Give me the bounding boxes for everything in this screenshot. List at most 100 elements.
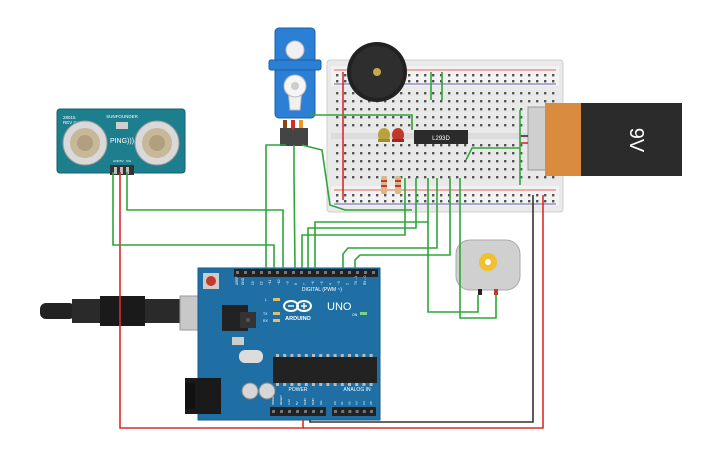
breadboard-hole <box>472 100 475 103</box>
breadboard-hole <box>464 100 467 103</box>
breadboard-hole <box>520 124 523 127</box>
breadboard-hole <box>392 152 395 155</box>
header-pin <box>288 410 291 413</box>
breadboard-hole <box>384 144 387 147</box>
breadboard-hole <box>360 144 363 147</box>
breadboard-hole <box>496 108 499 111</box>
breadboard-hole <box>392 124 395 127</box>
breadboard-hole <box>424 152 427 155</box>
breadboard-hole <box>552 200 555 203</box>
breadboard-hole <box>400 176 403 179</box>
wire-green <box>293 145 296 269</box>
header-pin <box>316 271 319 274</box>
breadboard-hole <box>520 194 523 197</box>
breadboard-hole <box>448 152 451 155</box>
breadboard-hole <box>408 108 411 111</box>
breadboard-hole <box>352 108 355 111</box>
breadboard-hole <box>344 194 347 197</box>
digital-pin-label: 8 <box>294 283 298 285</box>
breadboard-hole <box>456 152 459 155</box>
on-label: ON <box>352 313 358 317</box>
breadboard-hole <box>416 152 419 155</box>
breadboard-hole <box>432 160 435 163</box>
breadboard-hole <box>472 194 475 197</box>
sensor-pin-label: 5V <box>120 159 124 163</box>
breadboard-hole <box>392 176 395 179</box>
power-header-label: POWER <box>289 387 308 393</box>
breadboard-hole <box>488 92 491 95</box>
breadboard-hole <box>456 168 459 171</box>
breadboard-hole <box>400 200 403 203</box>
breadboard-hole <box>392 108 395 111</box>
breadboard-hole <box>368 160 371 163</box>
breadboard-hole <box>520 92 523 95</box>
resistor <box>381 176 387 194</box>
breadboard-hole <box>336 74 339 77</box>
breadboard-hole <box>536 100 539 103</box>
breadboard-hole <box>432 124 435 127</box>
power-pin-label: RESET <box>279 395 283 405</box>
header-pin <box>340 271 343 274</box>
breadboard-hole <box>456 200 459 203</box>
breadboard-hole <box>512 116 515 119</box>
breadboard-hole <box>456 108 459 111</box>
breadboard-hole <box>360 176 363 179</box>
breadboard-hole <box>416 168 419 171</box>
breadboard-hole <box>368 168 371 171</box>
header-pin <box>348 410 352 413</box>
breadboard-hole <box>344 160 347 163</box>
ultrasonic-sensor: 28015 REV C SUNFOUNDER PING))) GND 5V SI… <box>56 108 186 175</box>
breadboard-hole <box>360 100 363 103</box>
breadboard-hole <box>384 124 387 127</box>
breadboard-hole <box>352 116 355 119</box>
breadboard-hole <box>472 152 475 155</box>
wire-green <box>314 178 429 268</box>
mcu-pin <box>290 354 294 357</box>
breadboard-hole <box>552 92 555 95</box>
breadboard-hole <box>520 144 523 147</box>
breadboard-hole <box>512 144 515 147</box>
wire-green <box>307 178 417 268</box>
breadboard-hole <box>456 92 459 95</box>
breadboard-hole <box>440 194 443 197</box>
breadboard-hole <box>416 200 419 203</box>
breadboard-hole <box>528 194 531 197</box>
breadboard-hole <box>504 108 507 111</box>
breadboard-hole <box>432 176 435 179</box>
breadboard-hole <box>504 74 507 77</box>
breadboard-hole <box>344 92 347 95</box>
breadboard-hole <box>352 152 355 155</box>
header-pin <box>370 410 373 413</box>
breadboard-hole <box>480 176 483 179</box>
breadboard-hole <box>432 200 435 203</box>
breadboard-hole <box>472 160 475 163</box>
breadboard-hole <box>448 116 451 119</box>
breadboard-hole <box>552 176 555 179</box>
piezo-buzzer <box>347 42 407 102</box>
mcu-pin <box>290 383 294 386</box>
power-analog-headers <box>272 410 373 413</box>
breadboard-hole <box>528 176 531 179</box>
led-yellow <box>378 128 390 142</box>
usb-cable <box>40 295 225 331</box>
breadboard-hole <box>360 168 363 171</box>
mcu-pin <box>304 354 308 357</box>
breadboard-hole <box>344 176 347 179</box>
breadboard-hole <box>336 100 339 103</box>
breadboard-hole <box>536 176 539 179</box>
breadboard-hole <box>416 100 419 103</box>
breadboard-hole <box>520 108 523 111</box>
breadboard-hole <box>464 176 467 179</box>
breadboard-hole <box>336 160 339 163</box>
breadboard-hole <box>488 144 491 147</box>
breadboard-hole <box>392 100 395 103</box>
header-pin <box>324 271 327 274</box>
header-pin <box>292 271 295 274</box>
digital-header-label: DIGITAL (PWM ~) <box>302 287 342 293</box>
breadboard-hole <box>392 168 395 171</box>
arduino-logo <box>283 300 312 312</box>
mcu-pin <box>369 354 373 357</box>
breadboard-hole <box>504 124 507 127</box>
wire-red <box>303 195 544 429</box>
